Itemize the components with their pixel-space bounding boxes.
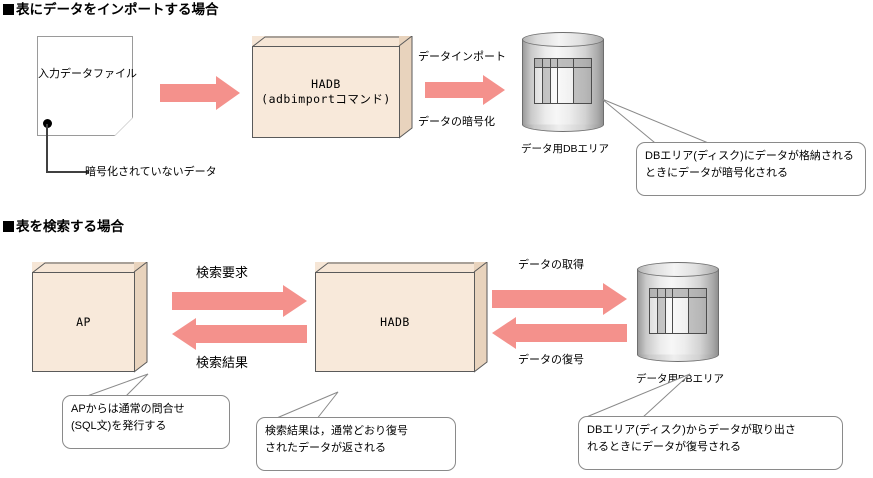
square-bullet-icon [3, 4, 14, 15]
cylinder-body [522, 39, 604, 125]
data-db-area-cylinder-2 [637, 262, 719, 362]
import-arrow-to-hadb-icon [160, 76, 240, 110]
hadb-box-front-face: HADB [315, 272, 475, 372]
hadb-box-label-line1: HADB [311, 77, 341, 91]
ap-box-label: AP [76, 314, 91, 329]
callout-result-line1: 検索結果は，通常どおり復号 [265, 425, 408, 437]
data-import-arrow-icon [425, 75, 505, 105]
hadb-box: HADB [315, 262, 488, 373]
callout-result-line2: されたデータが返される [265, 442, 386, 454]
hadb-box-label-line2: (adbimportコマンド) [261, 92, 391, 106]
callout-encryption-line1: DBエリア(ディスク)にデータが格納される [645, 150, 854, 162]
data-decrypt-label: データの復号 [518, 354, 584, 366]
cylinder-top-ellipse [522, 32, 604, 47]
box-side-face [399, 36, 413, 139]
section-2-heading: 表を検索する場合 [3, 219, 124, 235]
callout-ap-line1: APからは通常の問合せ [71, 403, 185, 415]
data-decrypt-arrow-icon [492, 317, 627, 349]
callout-db-line1: DBエリア(ディスク)からデータが取り出さ [587, 424, 796, 436]
hadb-box-side-face [474, 262, 488, 373]
callout-search-result: 検索結果は，通常どおり復号 されたデータが返される [256, 417, 456, 471]
section-1-heading: 表にデータをインポートする場合 [3, 2, 219, 18]
box-front-face: HADB (adbimportコマンド) [252, 46, 400, 138]
ap-box: AP [32, 262, 148, 373]
callout-ap-line2: (SQL文)を発行する [71, 420, 167, 432]
data-fetch-arrow-icon [492, 283, 627, 315]
ap-box-front-face: AP [32, 272, 135, 372]
db-table-grid-icon-2 [649, 288, 707, 334]
data-db-area-label-1: データ用DBエリア [520, 143, 610, 155]
callout-db-decrypt: DBエリア(ディスク)からデータが取り出さ れるときにデータが復号される [578, 416, 843, 470]
section-1-heading-text: 表にデータをインポートする場合 [16, 2, 219, 17]
data-db-area-cylinder-1 [522, 32, 604, 132]
input-data-file-shape: 入力データファイル [37, 36, 137, 136]
data-fetch-label: データの取得 [518, 259, 584, 271]
callout-ap-query: APからは通常の問合せ (SQL文)を発行する [62, 395, 230, 449]
hadb-adbimport-box: HADB (adbimportコマンド) [252, 36, 413, 139]
search-result-label: 検索結果 [196, 355, 249, 370]
search-request-arrow-icon [172, 285, 307, 317]
unencrypted-data-marker-dot [43, 119, 52, 128]
hadb-box-label: HADB [380, 314, 410, 329]
document-fold-icon [115, 118, 133, 136]
unencrypted-data-note: 暗号化されていないデータ [85, 166, 217, 178]
callout-encryption-line2: ときにデータが暗号化される [645, 167, 788, 179]
input-data-file-label: 入力データファイル [38, 68, 137, 80]
cylinder-body-2 [637, 269, 719, 355]
callout-db-tail [580, 372, 700, 422]
data-import-arrow-label: データインポート [418, 51, 506, 63]
search-result-arrow-icon [172, 318, 307, 350]
ap-box-side-face [134, 262, 148, 373]
cylinder-top-ellipse-2 [637, 262, 719, 277]
search-request-label: 検索要求 [196, 265, 249, 280]
data-encryption-arrow-label: データの暗号化 [418, 116, 495, 128]
callout-encryption-on-store: DBエリア(ディスク)にデータが格納される ときにデータが暗号化される [636, 142, 866, 196]
unencrypted-data-leader-line [44, 124, 174, 179]
square-bullet-icon-2 [3, 221, 14, 232]
db-table-grid-icon [534, 58, 592, 104]
callout-db-line2: れるときにデータが復号される [587, 441, 741, 453]
section-2-heading-text: 表を検索する場合 [16, 219, 124, 234]
